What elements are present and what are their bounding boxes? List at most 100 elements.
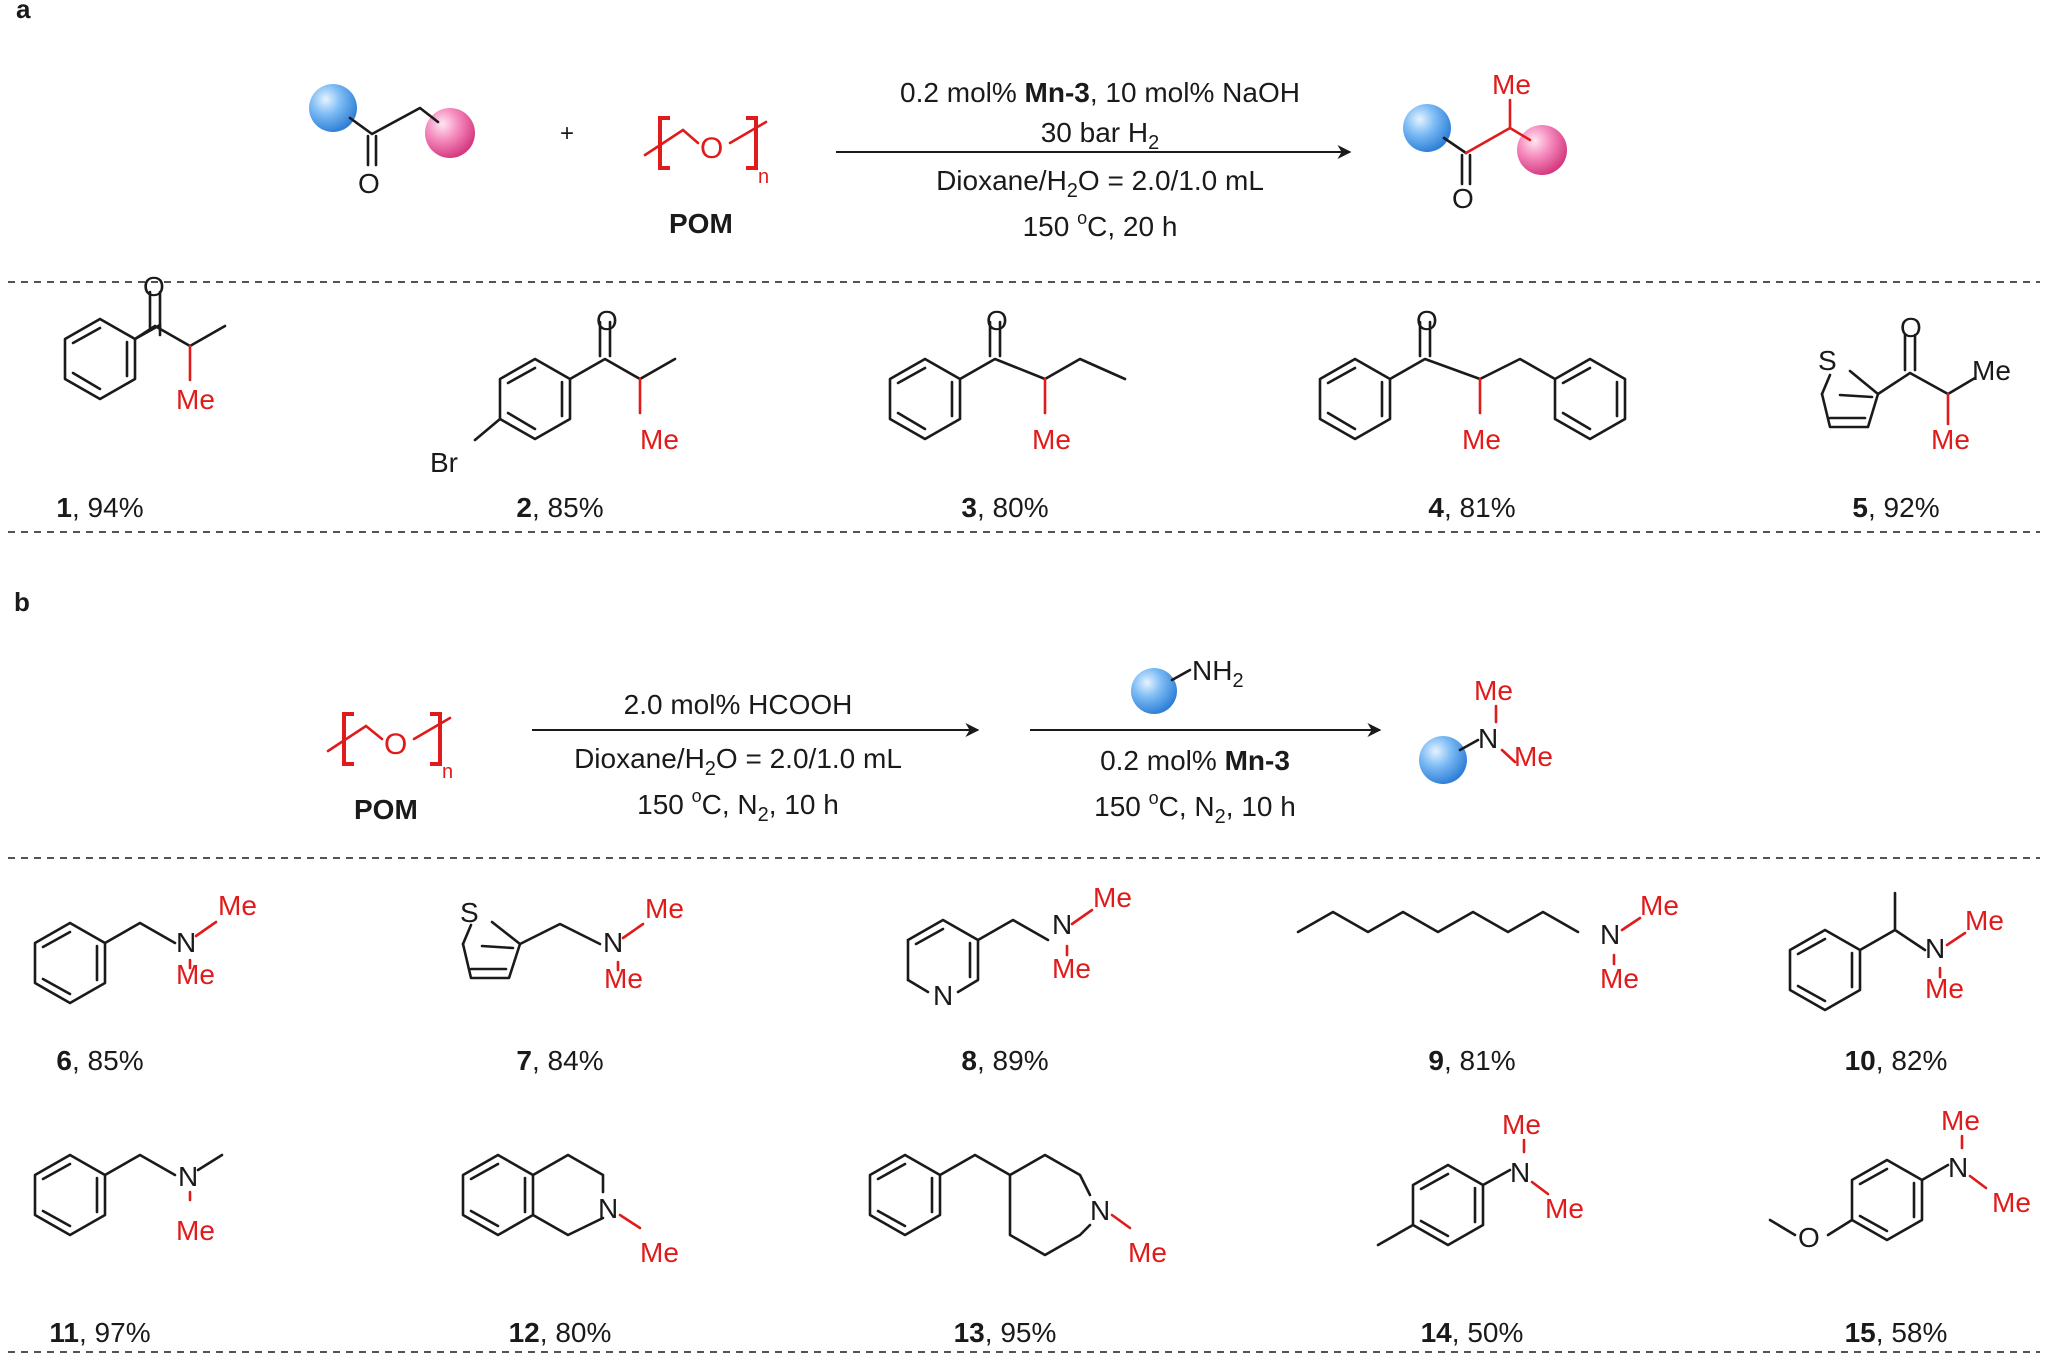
atom-label-nitrogen: N	[933, 980, 953, 1011]
product-10-yield: 10, 82%	[1845, 1045, 1948, 1076]
product-7-yield: 7, 84%	[516, 1045, 603, 1076]
atom-label-methyl: Me	[1972, 355, 2011, 386]
panel-a-conditions: 0.2 mol% Mn-3, 10 mol% NaOH 30 bar H2 Di…	[836, 77, 1352, 242]
atom-label-methyl: Me	[1600, 963, 1639, 994]
product-1-yield: 1, 94%	[56, 492, 143, 523]
atom-label-nitrogen: N	[1925, 933, 1945, 964]
atom-label-methyl: Me	[604, 963, 643, 994]
blue-sphere-icon	[1403, 104, 1451, 152]
conditions-line-1: 0.2 mol% Mn-3, 10 mol% NaOH	[900, 77, 1300, 108]
atom-label-methyl: Me	[645, 893, 684, 924]
pom-name: POM	[669, 208, 733, 239]
pom-repeat-n: n	[758, 166, 769, 188]
atom-label-nitrogen: N	[603, 927, 623, 958]
panel-a-substrate: O	[309, 84, 475, 199]
atom-label-methyl: Me	[1502, 1109, 1541, 1140]
product-12-structure: N Me	[461, 1153, 679, 1268]
product-11-yield: 11, 97%	[49, 1317, 150, 1348]
panel-a-pom-polymer: O n POM	[643, 116, 769, 239]
atom-label: O	[986, 305, 1008, 336]
atom-label-bromine: Br	[430, 447, 458, 478]
blue-sphere-icon	[1131, 668, 1177, 714]
atom-label-methyl: Me	[176, 384, 215, 415]
product-4-yield: 4, 81%	[1428, 492, 1515, 523]
conditions-line-3: Dioxane/H2O = 2.0/1.0 mL	[936, 165, 1264, 202]
atom-label-nitrogen: N	[1052, 909, 1072, 940]
product-9-yield: 9, 81%	[1428, 1045, 1515, 1076]
product-10-structure: N Me Me	[1788, 891, 2004, 1012]
product-5-yield: 5, 92%	[1852, 492, 1939, 523]
atom-label-methyl: Me	[1965, 905, 2004, 936]
product-6-structure: N Me Me	[33, 890, 257, 1005]
atom-label: O	[143, 271, 165, 302]
panel-b-step-2: NH2 0.2 mol% Mn-3 150 oC, N2, 10 h	[1030, 655, 1382, 828]
atom-label-methyl: Me	[1093, 882, 1132, 913]
product-4-structure: O Me	[1318, 305, 1627, 455]
atom-label-methyl: Me	[640, 1237, 679, 1268]
atom-label: O	[596, 305, 618, 336]
step1-line-3: 150 oC, N2, 10 h	[637, 786, 839, 826]
blue-sphere-icon	[309, 84, 357, 132]
product-14-yield: 14, 50%	[1421, 1317, 1524, 1348]
atom-label-nitrogen: N	[178, 1161, 198, 1192]
atom-label-sulfur: S	[460, 897, 479, 928]
product-1-structure: O Me	[63, 271, 227, 415]
product-12-yield: 12, 80%	[509, 1317, 612, 1348]
product-15-structure: O N Me Me	[1768, 1105, 2031, 1253]
product-methyl: Me	[1492, 69, 1531, 100]
plus-sign: +	[560, 120, 574, 147]
atom-label-nitrogen: N	[598, 1193, 618, 1224]
atom-label-methyl: Me	[176, 959, 215, 990]
product-3-structure: O Me	[888, 305, 1127, 455]
panel-b-pom-polymer: O n POM	[326, 712, 453, 825]
atom-label-methyl: Me	[1128, 1237, 1167, 1268]
product-7-structure: S N Me Me	[460, 893, 684, 994]
panel-b-step-1: 2.0 mol% HCOOH Dioxane/H2O = 2.0/1.0 mL …	[532, 689, 980, 826]
atom-label: O	[1416, 305, 1438, 336]
atom-label-nitrogen: N	[1090, 1195, 1110, 1226]
step1-line-2: Dioxane/H2O = 2.0/1.0 mL	[574, 743, 902, 780]
panel-a-label: a	[16, 0, 31, 24]
step2-line-2: 150 oC, N2, 10 h	[1094, 788, 1296, 828]
atom-label-methyl: Me	[218, 890, 257, 921]
panel-b-product: N Me Me	[1419, 675, 1553, 784]
amine-label: NH2	[1192, 655, 1244, 692]
product-11-structure: N Me	[33, 1153, 224, 1246]
conditions-line-4: 150 oC, 20 h	[1023, 208, 1178, 242]
atom-label-methyl: Me	[1032, 424, 1071, 455]
atom-label-methyl: Me	[1925, 973, 1964, 1004]
product-methyl: Me	[1474, 675, 1513, 706]
atom-label-methyl: Me	[640, 424, 679, 455]
product-5-structure: S O Me Me	[1818, 312, 2011, 455]
substrate-oxygen: O	[358, 168, 380, 199]
atom-label-methyl: Me	[1931, 424, 1970, 455]
atom-label-methyl: Me	[176, 1215, 215, 1246]
atom-label-nitrogen: N	[1948, 1152, 1968, 1183]
pom-oxygen: O	[384, 728, 407, 761]
product-14-structure: N Me Me	[1376, 1109, 1584, 1247]
pom-oxygen: O	[700, 132, 723, 165]
product-2-yield: 2, 85%	[516, 492, 603, 523]
product-13-yield: 13, 95%	[954, 1317, 1057, 1348]
product-8-structure: N N Me Me	[906, 882, 1132, 1011]
conditions-line-2: 30 bar H2	[1041, 117, 1160, 154]
pink-sphere-icon	[1517, 125, 1567, 175]
atom-label: O	[1900, 312, 1922, 343]
atom-label-nitrogen: N	[176, 927, 196, 958]
product-13-structure: N Me	[868, 1153, 1167, 1268]
atom-label-methyl: Me	[1545, 1193, 1584, 1224]
product-15-yield: 15, 58%	[1845, 1317, 1948, 1348]
step2-line-1: 0.2 mol% Mn-3	[1100, 745, 1290, 776]
atom-label-methyl: Me	[1052, 953, 1091, 984]
blue-sphere-icon	[1419, 736, 1467, 784]
step1-line-1: 2.0 mol% HCOOH	[624, 689, 853, 720]
product-6-yield: 6, 85%	[56, 1045, 143, 1076]
panel-b-label: b	[14, 587, 30, 617]
atom-label-nitrogen: N	[1510, 1157, 1530, 1188]
atom-label-methyl: Me	[1640, 890, 1679, 921]
pom-name: POM	[354, 794, 418, 825]
atom-label-nitrogen: N	[1600, 919, 1620, 950]
atom-label-oxygen: O	[1798, 1222, 1820, 1253]
panel-a-product: O Me	[1403, 69, 1567, 214]
atom-label-methyl: Me	[1941, 1105, 1980, 1136]
